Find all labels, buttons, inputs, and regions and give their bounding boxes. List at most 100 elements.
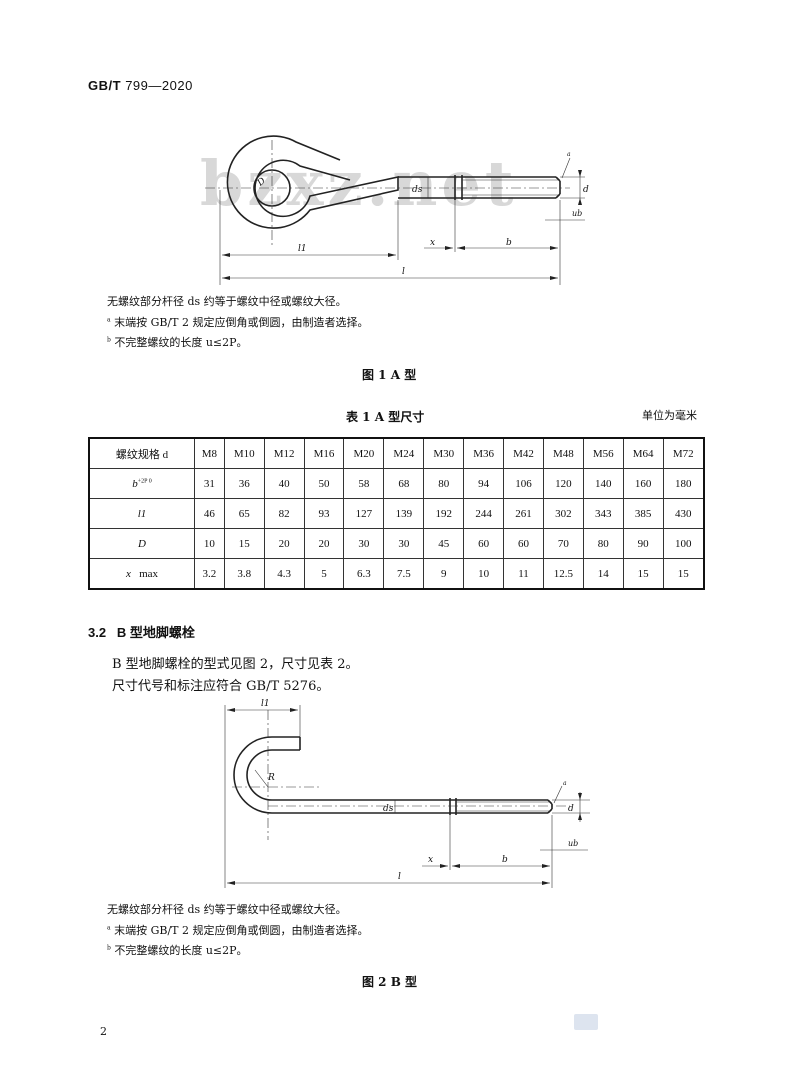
table-cell: 40 [263, 468, 305, 499]
table-cell: 58 [343, 468, 385, 499]
table-cell: 90 [622, 528, 664, 559]
logo-icon [574, 1014, 598, 1030]
table-cell: 60 [503, 528, 544, 559]
table-cell: 93 [303, 498, 345, 529]
table-cell: 343 [582, 498, 624, 529]
table1-title: 表 1 A 型尺寸 [346, 410, 425, 424]
fig2-note-2-text: 末端按 GB/T 2 规定应倒角或倒圆，由制造者选择。 [114, 924, 369, 937]
table-cell: 385 [622, 498, 664, 529]
table-row: b+2P 0 31 36 40 50 58 68 80 94 106 120 1… [88, 468, 705, 499]
table-cell: 82 [263, 498, 305, 529]
table-cell: 70 [542, 528, 584, 559]
size-cell: M20 [343, 437, 385, 469]
table-cell: 65 [223, 498, 265, 529]
section-paragraph-2: 尺寸代号和标注应符合 GB/T 5276。 [112, 679, 330, 694]
fig1-label-ub: ub [572, 209, 582, 218]
table-cell: 140 [582, 468, 624, 499]
table-cell: 120 [542, 468, 584, 499]
table-cell: 20 [303, 528, 345, 559]
table-cell: 10 [194, 528, 225, 559]
fig2-note-2: a 末端按 GB/T 2 规定应倒角或倒圆，由制造者选择。 [107, 925, 368, 936]
table-cell: 3.8 [223, 558, 265, 590]
standard-code: GB/T [88, 78, 122, 93]
size-cell: M72 [662, 437, 705, 469]
table-cell: 6.3 [343, 558, 385, 590]
table-cell: 127 [343, 498, 385, 529]
row-label-l1: l1 [88, 498, 195, 529]
table-cell: 15 [622, 558, 664, 590]
table-cell: 9 [423, 558, 465, 590]
figure2-caption: 图 2 B 型 [362, 975, 418, 989]
table-cell: 45 [423, 528, 465, 559]
fig1-note-1: 无螺纹部分杆径 ds 约等于螺纹中径或螺纹大径。 [107, 295, 347, 308]
table1-unit: 单位为毫米 [642, 409, 697, 422]
row-label-b: b+2P 0 [88, 468, 195, 499]
table-header-row: 螺纹规格 d M8 M10 M12 M16 M20 M24 M30 M36 M4… [88, 437, 705, 469]
table-cell: 36 [223, 468, 265, 499]
table-header-label: 螺纹规格 d [88, 437, 195, 469]
fig2-label-ub: ub [568, 839, 578, 848]
fig1-label-ds: ds [412, 185, 423, 195]
fig1-note-2-text: 末端按 GB/T 2 规定应倒角或倒圆，由制造者选择。 [114, 316, 369, 329]
table-cell: 94 [463, 468, 505, 499]
fig1-label-b: b [506, 238, 512, 248]
fig1-label-a: a [567, 151, 571, 158]
table-row: x max 3.2 3.8 4.3 5 6.3 7.5 9 10 11 12.5… [88, 558, 705, 590]
row-label-D: D [88, 528, 195, 559]
table-cell: 30 [343, 528, 385, 559]
table-cell: 14 [582, 558, 624, 590]
fig2-note-3: b 不完整螺纹的长度 u≤2P。 [107, 945, 248, 956]
table-cell: 15 [223, 528, 265, 559]
table-cell: 180 [662, 468, 705, 499]
table-cell: 7.5 [383, 558, 425, 590]
table-cell: 10 [463, 558, 505, 590]
dimensions-table: 螺纹规格 d M8 M10 M12 M16 M20 M24 M30 M36 M4… [88, 437, 705, 590]
size-cell: M8 [194, 437, 225, 469]
table-cell: 50 [303, 468, 345, 499]
table-cell: 261 [503, 498, 544, 529]
size-cell: M48 [542, 437, 584, 469]
table-cell: 430 [662, 498, 705, 529]
page-number: 2 [100, 1025, 107, 1038]
fig2-label-x: x [428, 855, 433, 865]
fig2-label-a: a [563, 780, 567, 787]
size-cell: M10 [223, 437, 265, 469]
figure2-drawing: l1 R ds d l x b a ub [224, 699, 590, 888]
fig2-note-1: 无螺纹部分杆径 ds 约等于螺纹中径或螺纹大径。 [107, 903, 347, 916]
section-title: B 型地脚螺栓 [116, 625, 195, 640]
size-cell: M30 [423, 437, 465, 469]
size-cell: M24 [383, 437, 425, 469]
table-cell: 15 [662, 558, 705, 590]
table-cell: 60 [463, 528, 505, 559]
table-cell: 46 [194, 498, 225, 529]
note-mark-a: a [107, 924, 111, 932]
fig2-label-R: R [267, 773, 275, 783]
section-number: 3.2 [88, 625, 107, 640]
row-label-x: x max [88, 558, 195, 590]
fig2-label-l1: l1 [261, 699, 270, 709]
table-cell: 3.2 [194, 558, 225, 590]
table-cell: 244 [463, 498, 505, 529]
fig1-label-l: l [402, 267, 405, 277]
size-cell: M12 [263, 437, 305, 469]
standard-number: 799—2020 [125, 78, 193, 93]
document-header: GB/T 799—2020 [88, 78, 193, 93]
table-cell: 5 [303, 558, 345, 590]
table-cell: 30 [383, 528, 425, 559]
table-cell: 100 [662, 528, 705, 559]
table-cell: 192 [423, 498, 465, 529]
fig2-label-d: d [568, 804, 574, 814]
table-cell: 80 [582, 528, 624, 559]
fig2-label-b: b [502, 855, 508, 865]
table-cell: 68 [383, 468, 425, 499]
fig2-note-3-text: 不完整螺纹的长度 u≤2P。 [114, 944, 248, 957]
size-cell: M36 [463, 437, 505, 469]
table-cell: 31 [194, 468, 225, 499]
watermark: bzxz.net [200, 147, 517, 220]
fig1-note-3: b 不完整螺纹的长度 u≤2P。 [107, 337, 248, 348]
table-cell: 302 [542, 498, 584, 529]
table-cell: 139 [383, 498, 425, 529]
table-cell: 106 [503, 468, 544, 499]
figure1-caption: 图 1 A 型 [362, 368, 417, 382]
fig1-label-l1: l1 [298, 244, 307, 254]
